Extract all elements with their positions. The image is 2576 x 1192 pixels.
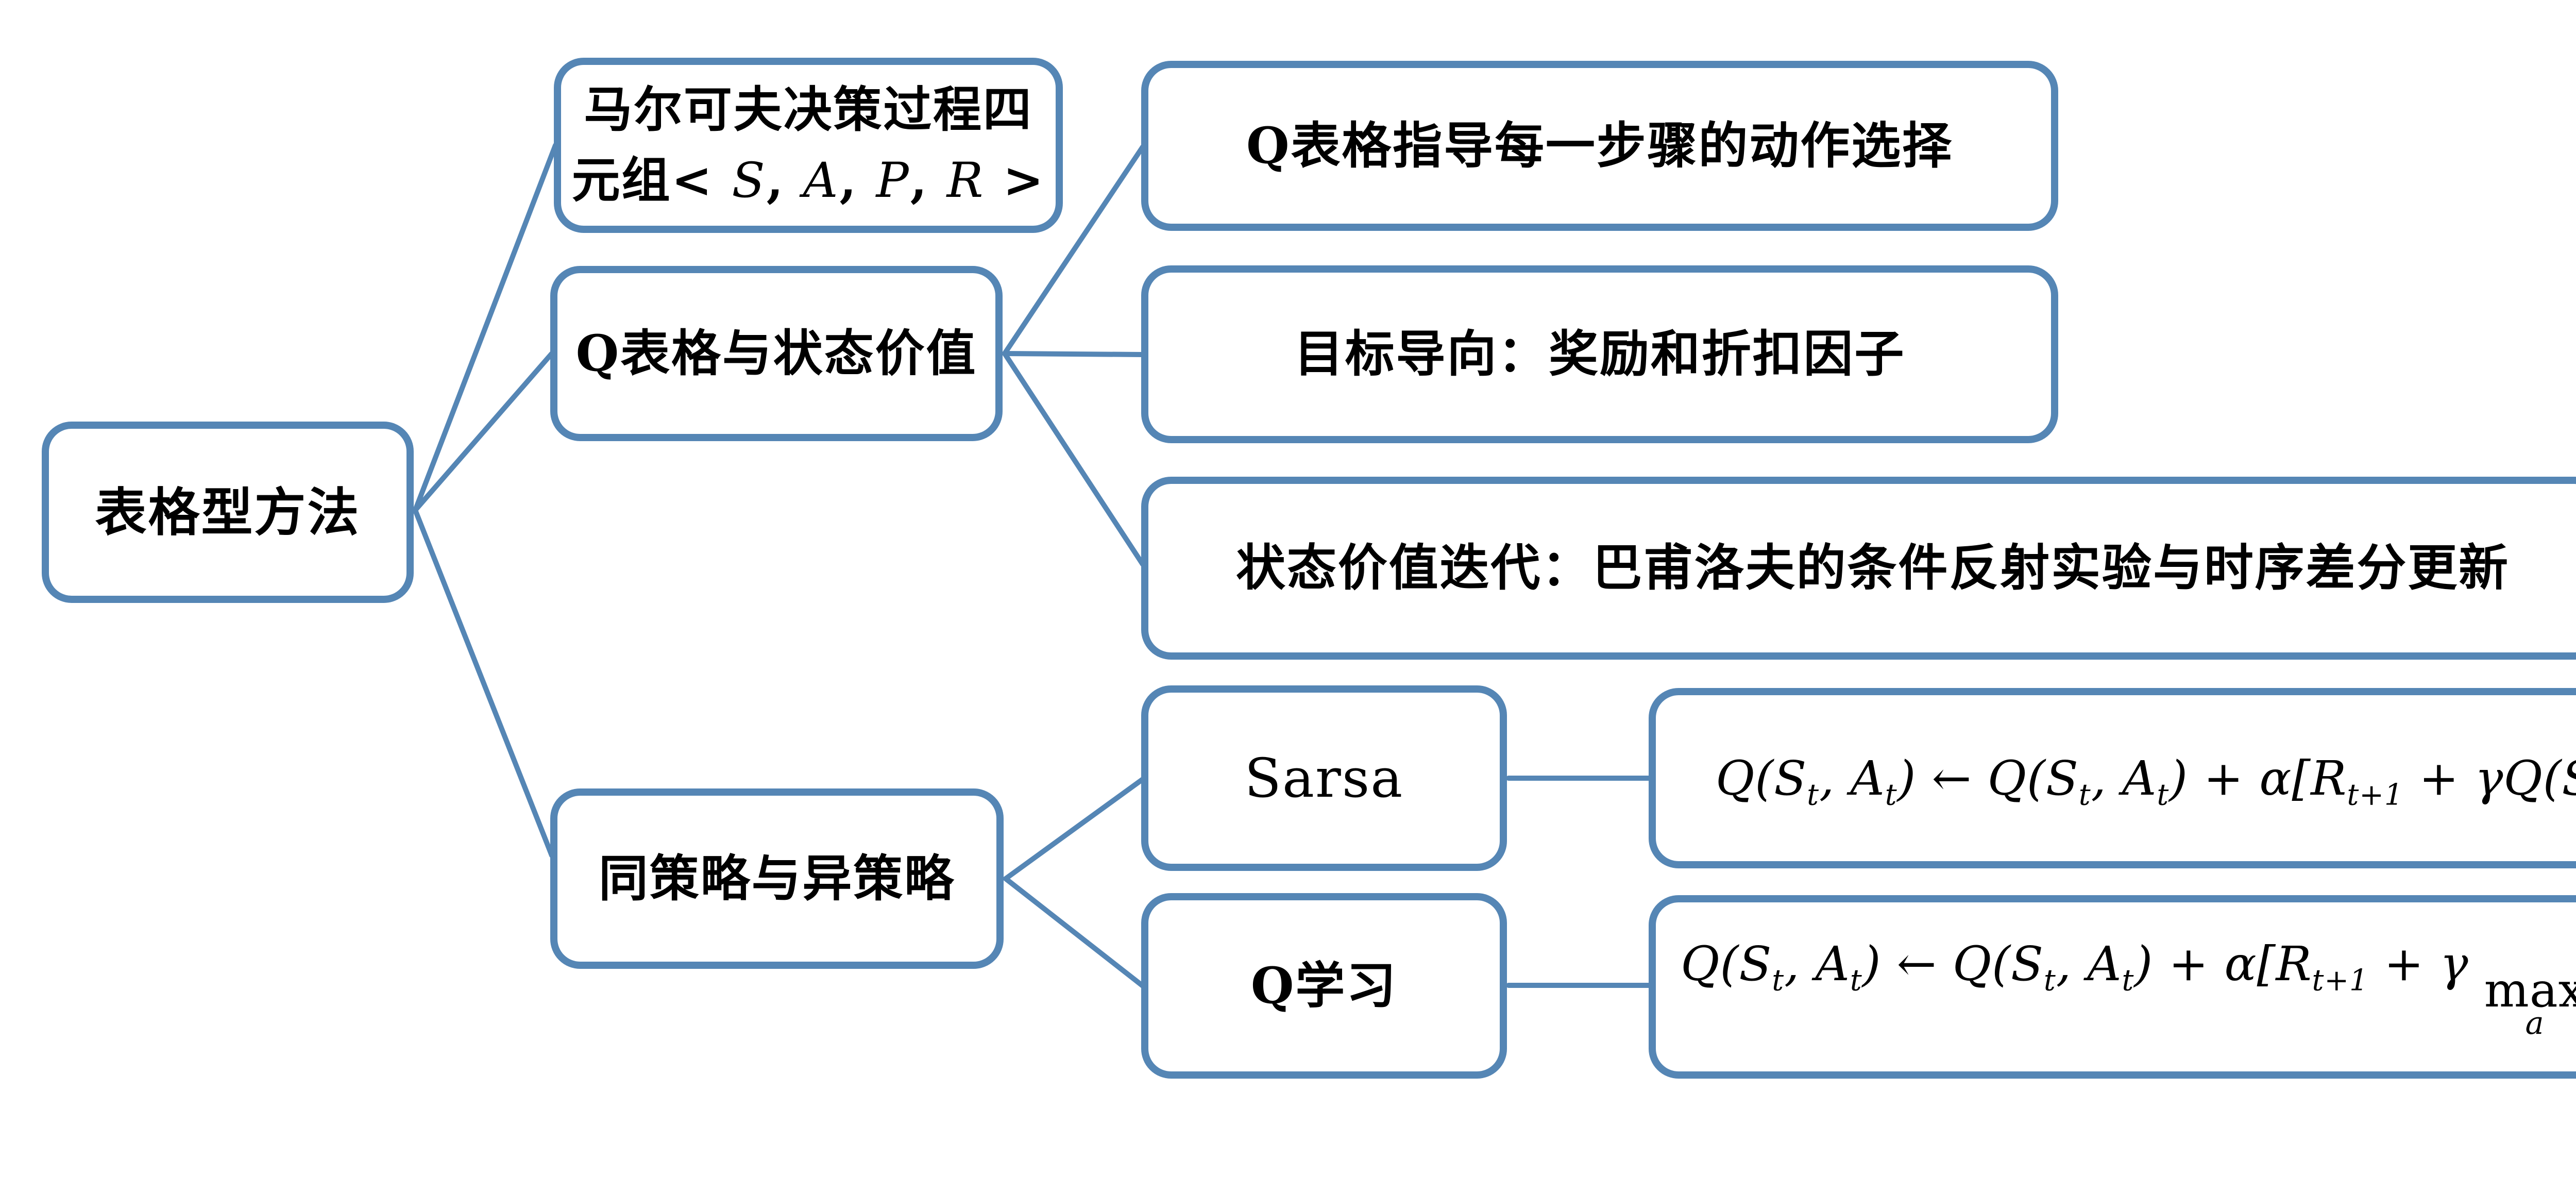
node-qtable-statevalue-label: Q表格与状态价值 [575, 324, 977, 382]
node-root: 表格型方法 [42, 422, 414, 603]
node-sarsa-label: Sarsa [1244, 747, 1404, 810]
connector-policy-sarsa [1003, 777, 1145, 881]
node-action-selection: Q表格指导每一步骤的动作选择 [1141, 61, 2058, 231]
node-mdp-tuple: 马尔可夫决策过程四 元组< S, A, P, R > [554, 58, 1063, 233]
node-value-iteration: 状态价值迭代：巴甫洛夫的条件反射实验与时序差分更新 [1141, 477, 2576, 660]
node-qlearning-label: Q学习 [1250, 956, 1398, 1015]
node-action-selection-label: Q表格指导每一步骤的动作选择 [1246, 116, 1953, 175]
connector-root-qtable [413, 351, 554, 513]
connector-qtable-valueiter [1002, 351, 1145, 567]
node-sarsa: Sarsa [1141, 685, 1507, 871]
sarsa-update-formula: Q(St, At) ← Q(St, At) + α[Rt+1 + γQ(St+1… [1716, 750, 2576, 812]
node-goal-oriented-label: 目标导向：奖励和折扣因子 [1294, 325, 1906, 383]
node-onpolicy-offpolicy-label: 同策略与异策略 [598, 849, 956, 908]
node-mdp-tuple-line2: 元组< S, A, P, R > [571, 152, 1045, 209]
node-qtable-statevalue: Q表格与状态价值 [550, 266, 1003, 441]
connector-qtable-goal [1002, 351, 1145, 357]
connector-root-mdp [413, 143, 558, 513]
node-qlearning: Q学习 [1141, 893, 1507, 1079]
connector-policy-qlearning [1003, 876, 1145, 988]
connector-qtable-action [1002, 144, 1145, 356]
connector-root-policy [413, 508, 554, 858]
node-goal-oriented: 目标导向：奖励和折扣因子 [1141, 265, 2058, 443]
node-mdp-tuple-line1: 马尔可夫决策过程四 [584, 81, 1033, 139]
node-root-label: 表格型方法 [95, 482, 361, 543]
node-sarsa-formula: Q(St, At) ← Q(St, At) + α[Rt+1 + γQ(St+1… [1649, 688, 2576, 868]
node-value-iteration-label: 状态价值迭代：巴甫洛夫的条件反射实验与时序差分更新 [1236, 539, 2510, 597]
node-onpolicy-offpolicy: 同策略与异策略 [550, 788, 1004, 969]
